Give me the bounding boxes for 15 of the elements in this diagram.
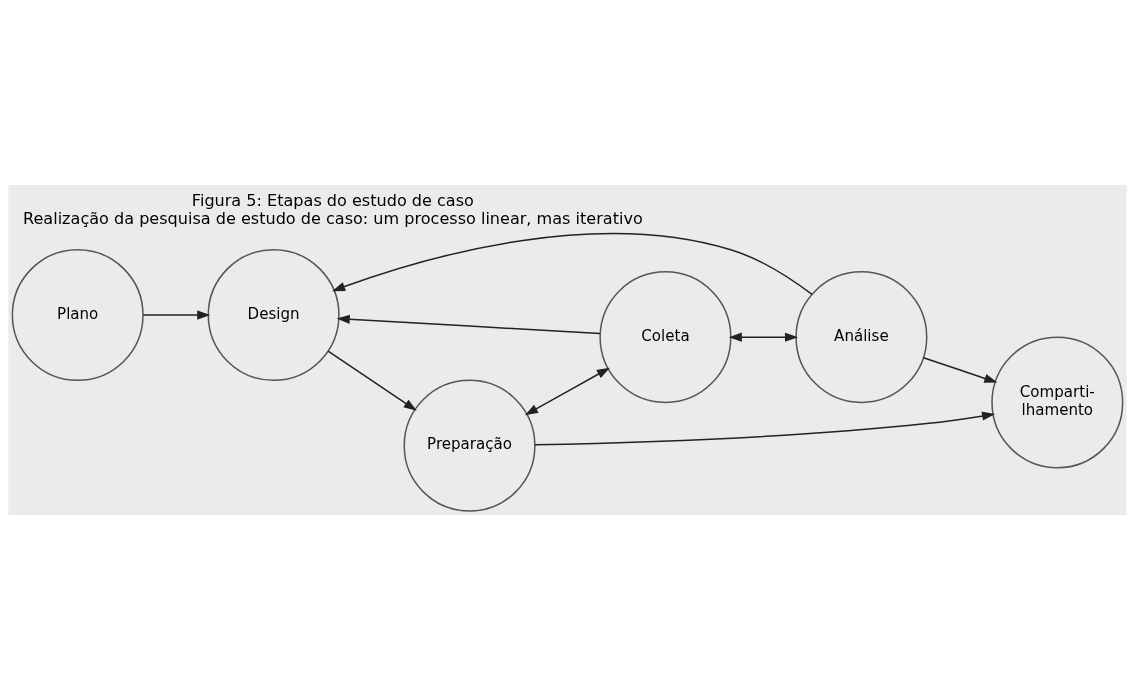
arrow — [524, 367, 610, 415]
arrow — [327, 349, 417, 411]
arrow — [534, 411, 996, 446]
caption: Figura 5: Etapas do estudo de caso — [191, 190, 474, 210]
node-circle: Design — [207, 248, 340, 381]
arrow — [728, 332, 799, 342]
node-circle: Comparti- lhamento — [991, 335, 1124, 469]
node-circle: Coleta — [599, 270, 732, 403]
diagram-title: Realização da pesquisa de estudo de caso: um processo linear, mas iterativo — [23, 208, 643, 228]
arrow — [332, 232, 813, 295]
node-circle: Plano — [11, 248, 144, 381]
arrow — [336, 314, 601, 334]
node-circle: Análise — [795, 270, 928, 403]
arrow — [142, 309, 211, 320]
arrow — [922, 356, 998, 383]
